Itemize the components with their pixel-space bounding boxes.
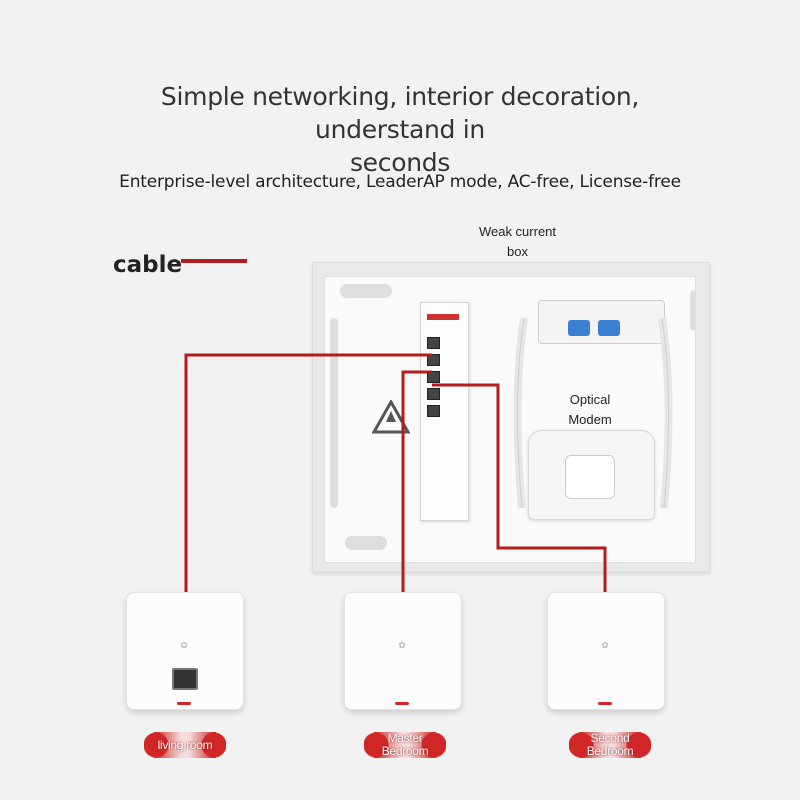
switch-brand-tag (427, 314, 459, 320)
weak-current-box-label: Weak current box (470, 222, 565, 262)
box-rail (690, 290, 696, 330)
status-led (598, 702, 612, 705)
ethernet-port-icon (172, 668, 198, 690)
cable-master-bedroom (401, 370, 432, 592)
box-label-line-1: Weak current (478, 224, 557, 239)
switch-port (427, 371, 440, 383)
warning-triangle-icon (371, 398, 411, 439)
cable-modem-uplink (432, 383, 607, 592)
status-led (395, 702, 409, 705)
modem-label-line-2: Modem (568, 412, 612, 427)
switch-port (427, 337, 440, 349)
room-label-text: Second (590, 731, 630, 745)
modem-antennas (512, 317, 677, 523)
cable-living-room (184, 353, 432, 592)
room-label-second-bedroom: Second Bedroom (569, 732, 651, 758)
box-rail (330, 318, 338, 508)
optical-modem-label: Optical Modem (555, 390, 625, 430)
brand-logo-icon: ✿ (398, 640, 406, 650)
room-label-text: Bedroom (586, 744, 634, 758)
cable-legend-label: cable (113, 252, 183, 278)
headline-line-1: Simple networking, interior decoration, … (160, 82, 640, 144)
modem-label-line-1: Optical (569, 392, 611, 407)
headline-line-2: seconds (349, 148, 451, 177)
room-label-text: living room (157, 737, 213, 752)
brand-logo-icon: ✿ (601, 640, 609, 650)
switch-port (427, 354, 440, 366)
panel-ap-second-bedroom (547, 592, 665, 710)
subheadline: Enterprise-level architecture, LeaderAP … (119, 172, 681, 192)
box-slot (345, 536, 387, 550)
power-socket-icon (568, 320, 590, 336)
room-label-living-room: living room (144, 732, 226, 758)
panel-ap-master-bedroom (344, 592, 462, 710)
modem-mount-clip (565, 455, 615, 499)
box-label-line-2: box (507, 244, 528, 259)
room-label-master-bedroom: Master Bedroom (364, 732, 446, 758)
room-label-text: Bedroom (381, 744, 429, 758)
cable-legend-swatch (181, 259, 247, 263)
brand-logo-icon: ✿ (180, 640, 188, 650)
box-slot (340, 284, 392, 298)
switch-port (427, 405, 440, 417)
switch-port (427, 388, 440, 400)
status-led (177, 702, 191, 705)
panel-ap-living-room (126, 592, 244, 710)
power-socket-icon (598, 320, 620, 336)
headline: Simple networking, interior decoration, … (100, 80, 700, 179)
room-label-text: Master (387, 731, 423, 745)
